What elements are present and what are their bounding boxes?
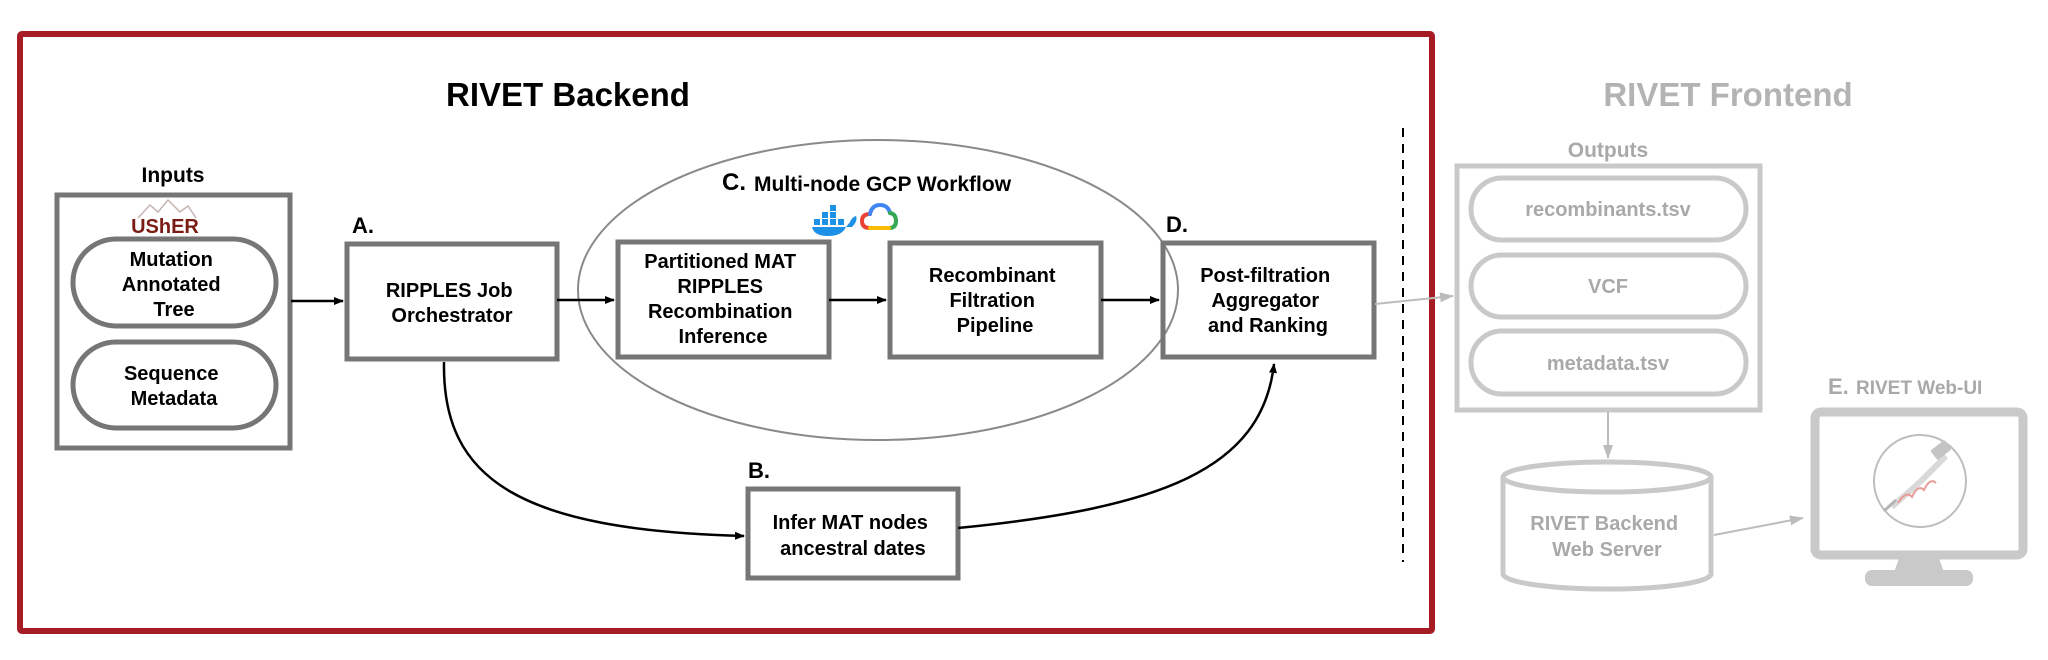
arrow-a-to-b (442, 361, 745, 540)
inputs-label: Inputs (142, 164, 205, 187)
web-server-label: RIVET Backend Web Server (1530, 513, 1683, 561)
infer-mat-dates-label: Infer MAT nodes ancestral dates (773, 512, 934, 560)
output-recombinants-tsv-label: recombinants.tsv (1525, 199, 1691, 221)
arrow-d-to-outputs (1374, 292, 1454, 305)
step-a-letter: A. (352, 213, 374, 238)
inputs-box (54, 192, 293, 451)
gcp-workflow-ellipse (577, 139, 1179, 441)
webui-letter: E. (1828, 374, 1849, 399)
rivet-logo (1873, 434, 1967, 528)
backend-frame (17, 31, 1435, 634)
output-recombinants-tsv (1468, 175, 1749, 243)
sequence-metadata-label: Sequence Metadata (124, 363, 224, 410)
arrow-server-to-webui (1713, 515, 1804, 536)
webui-label: RIVET Web-UI (1856, 378, 1982, 399)
monitor-icon (1810, 407, 2028, 586)
docker-icon (812, 205, 857, 236)
step-c-letter: C. (722, 169, 746, 196)
post-filtration-box (1160, 240, 1377, 360)
sequence-metadata-box (70, 339, 279, 431)
usher-logo-text: UShER (131, 216, 199, 238)
output-metadata-tsv-label: metadata.tsv (1547, 353, 1670, 375)
output-vcf (1468, 252, 1749, 320)
output-metadata-tsv (1468, 328, 1749, 397)
usher-logo: UShER (131, 198, 199, 238)
ripples-job-orchestrator-label: RIPPLES Job Orchestrator (386, 280, 518, 327)
outputs-label: Outputs (1568, 139, 1648, 162)
gcp-workflow-title: Multi-node GCP Workflow (754, 173, 1012, 196)
output-vcf-label: VCF (1588, 276, 1628, 298)
recombinant-filtration-label: Recombinant Filtration Pipeline (929, 265, 1061, 337)
frontend-title: RIVET Frontend (1603, 76, 1852, 113)
infer-mat-dates-box (745, 486, 961, 581)
step-d-letter: D. (1166, 212, 1188, 237)
google-cloud-icon (859, 202, 899, 230)
mutation-annotated-tree-label: Mutation Annotated Tree (122, 249, 226, 321)
database-icon (1500, 459, 1714, 592)
outputs-box (1454, 163, 1763, 413)
arrow-b-to-d (957, 363, 1277, 530)
backend-arrows (291, 296, 1277, 540)
ripples-job-orchestrator-box (344, 241, 560, 362)
backend-title: RIVET Backend (446, 76, 690, 113)
post-filtration-label: Post-filtration Aggregator and Ranking (1200, 265, 1336, 337)
partitioned-mat-label: Partitioned MAT RIPPLES Recombination In… (644, 251, 801, 348)
step-b-letter: B. (748, 458, 770, 483)
mutation-annotated-tree-box (70, 236, 279, 329)
